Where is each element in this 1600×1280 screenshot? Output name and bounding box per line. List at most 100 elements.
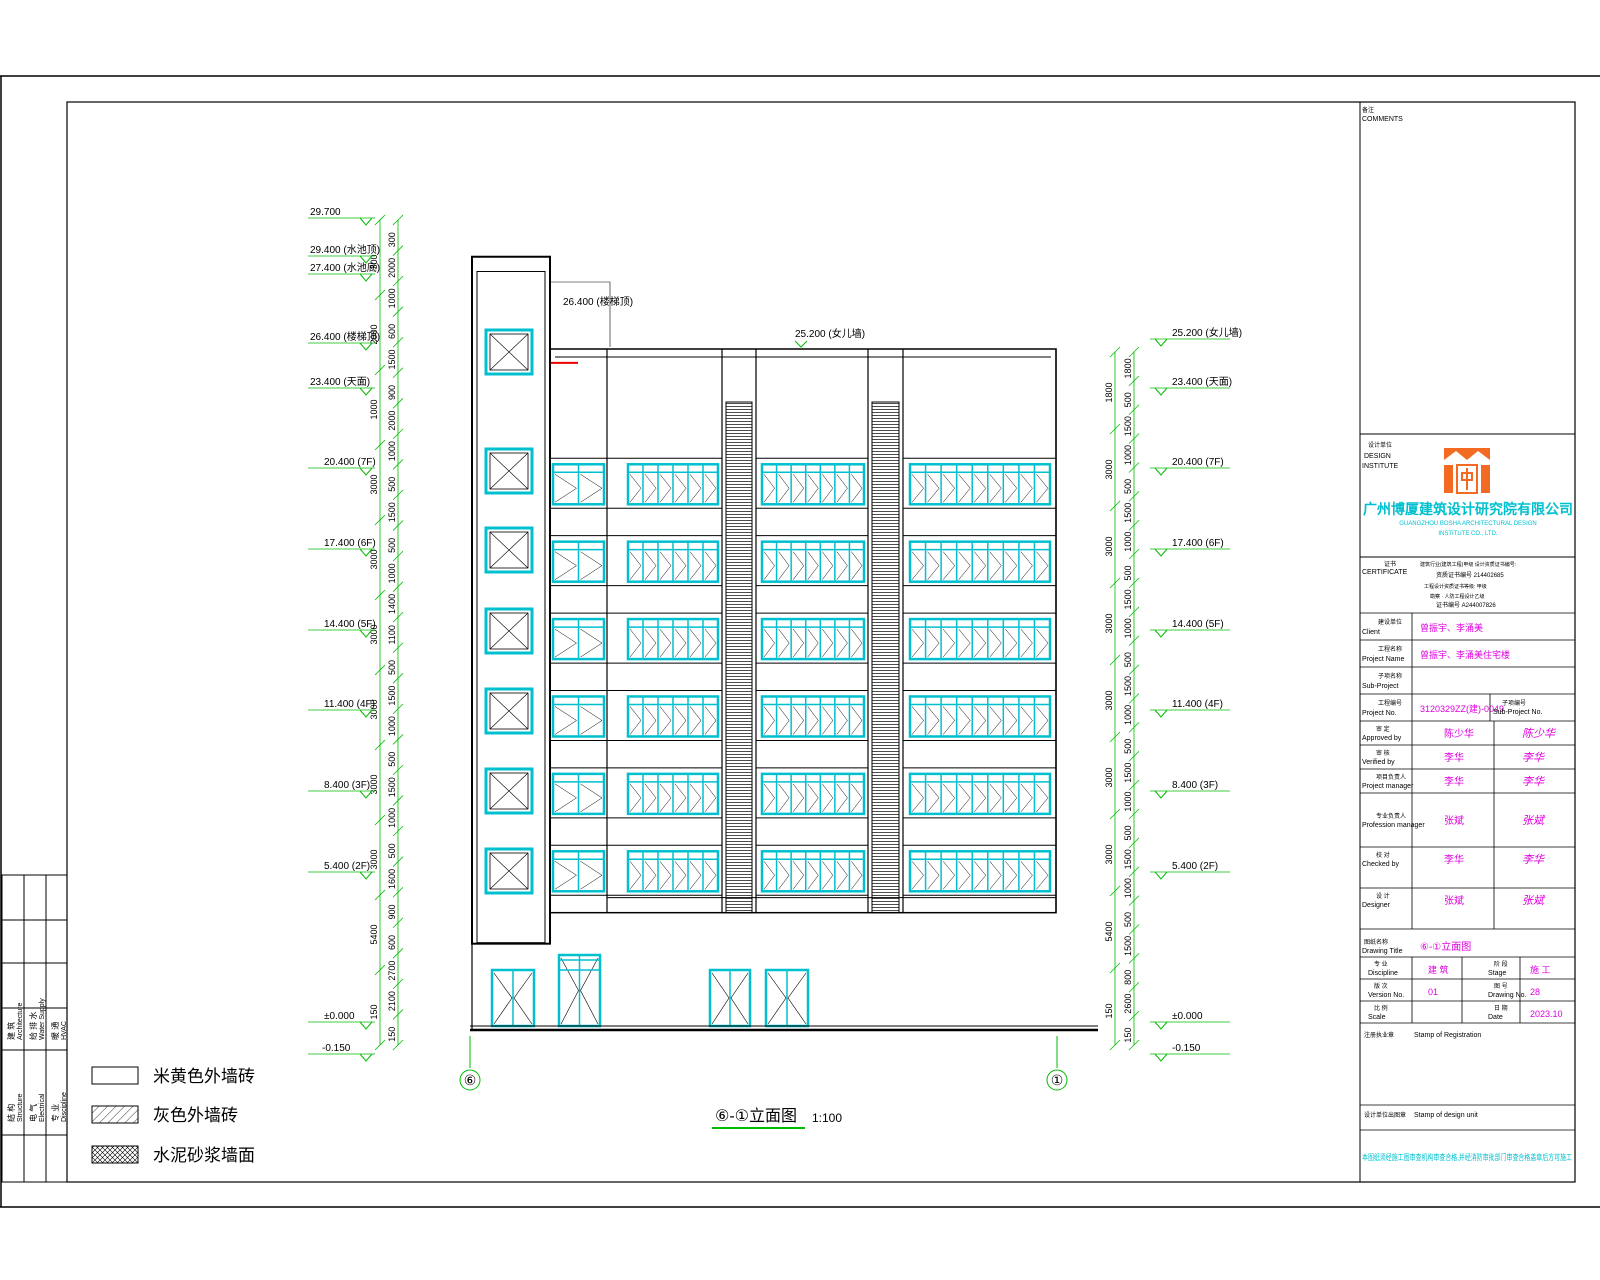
tb-row-label-cn: 工程名称 <box>1378 645 1402 653</box>
window-swing <box>644 861 657 890</box>
dimension-tick <box>374 739 386 751</box>
elevation-label: -0.150 <box>322 1043 351 1054</box>
dimension-tick <box>374 439 386 451</box>
tb-meta-en: Version No. <box>1368 992 1404 999</box>
tb-institute-en: INSTITUTE <box>1362 463 1398 470</box>
tb-signer-cn: 设 计 <box>1376 892 1390 900</box>
dimension-tick <box>1128 808 1140 820</box>
window-swing <box>974 861 987 890</box>
dimension-tick <box>374 589 386 601</box>
tb-footer-note: 本图纸须经施工图审查机构审查合格,并经消防审批部门审查合格盖章后方可施工 <box>1362 1152 1572 1162</box>
window-swing <box>792 861 805 890</box>
dimension-label: 500 <box>387 752 397 767</box>
dimension-tick <box>1128 635 1140 647</box>
dimension-lines: 3002000100060015009002000100050015005001… <box>369 214 1140 1051</box>
dimension-label-wrap: 500 <box>387 752 397 767</box>
tower-window <box>484 847 534 895</box>
window-swing <box>1036 628 1049 658</box>
window-swing <box>674 474 687 503</box>
dimension-tick <box>1128 375 1140 387</box>
strip-text: Architecture <box>17 1003 24 1040</box>
dimension-label: 500 <box>1123 566 1133 581</box>
window-set <box>908 463 1052 506</box>
dimension-tick <box>392 856 404 867</box>
dimension-label-wrap: 2700 <box>387 961 397 981</box>
elevation-label: 11.400 (4F) <box>1172 699 1223 710</box>
dimension-label: 1000 <box>369 399 379 419</box>
dimension-tick <box>374 289 386 301</box>
window-swing <box>851 706 863 735</box>
dimension-tick <box>374 364 386 376</box>
window-set <box>908 617 1052 661</box>
tower-window <box>484 687 534 735</box>
door-swing <box>767 972 807 1025</box>
elevation-label: ±0.000 <box>1172 1011 1203 1022</box>
window-swing <box>822 706 834 735</box>
dimension-label: 500 <box>1123 912 1133 927</box>
dimension-label: 1000 <box>1123 532 1133 552</box>
dimension-label-wrap: 1500 <box>387 777 397 797</box>
window-swing <box>927 706 940 735</box>
strip-text: 建 筑 <box>6 1022 16 1040</box>
dimension-label-wrap: 3000 <box>369 849 379 869</box>
level-triangle <box>1154 709 1168 718</box>
dimension-tick <box>392 245 404 256</box>
axis-label-right: ① <box>1051 1072 1064 1088</box>
window-swing <box>704 861 717 890</box>
tb-row-label-en: Client <box>1362 629 1380 636</box>
stair-hatch <box>725 401 753 914</box>
window-swing <box>911 783 924 813</box>
door-swing <box>711 972 749 1025</box>
dimension-label: 2000 <box>369 324 379 344</box>
window-swing <box>1005 861 1018 890</box>
window-swing <box>554 628 577 658</box>
dimension-label-wrap: 500 <box>1123 652 1133 667</box>
dimension-label: 3000 <box>369 624 379 644</box>
dimension-tick <box>1128 491 1140 502</box>
window-frame <box>760 463 866 506</box>
dimension-tick <box>392 398 404 409</box>
window-swing <box>644 551 657 580</box>
dimension-tick <box>392 642 404 654</box>
dimension-label-wrap: 2000 <box>387 411 397 431</box>
tb-reg-en: Stamp of Registration <box>1414 1032 1481 1039</box>
drawing-frame <box>66 101 1576 1183</box>
dimension-label-wrap: 5400 <box>369 924 379 944</box>
tb-meta-cn: 版 次 <box>1374 982 1388 990</box>
legend-label: 灰色外墙砖 <box>153 1106 238 1125</box>
window-swing <box>942 861 955 890</box>
tb-signer-cn: 审 核 <box>1376 749 1390 757</box>
dimension-label-wrap: 500 <box>1123 912 1133 927</box>
dimension-label: 3000 <box>1104 844 1114 864</box>
window-swing <box>659 628 672 658</box>
dimension-label: 1800 <box>1104 382 1114 402</box>
tower-window <box>484 607 534 655</box>
window-swing <box>989 861 1002 890</box>
window-swing <box>851 474 863 503</box>
tb-company-cn: 广州博厦建筑设计研究院有限公司 <box>1363 501 1573 517</box>
tb-signature: 张斌 <box>1522 814 1546 827</box>
dimension-label: 1000 <box>1123 705 1133 725</box>
building-elevation: 26.400 (楼梯顶)25.200 (女儿墙) <box>471 255 1057 1030</box>
tb-meta-value: 2023.10 <box>1530 1009 1563 1019</box>
dimension-tick <box>1128 779 1140 791</box>
level-triangle <box>1154 629 1168 638</box>
dimension-tick <box>1128 664 1140 675</box>
main-body <box>549 348 1057 914</box>
dimension-label-wrap: 1000 <box>1123 878 1133 898</box>
dimension-label: 150 <box>387 1027 397 1042</box>
tb-signature: 张斌 <box>1522 894 1546 907</box>
dimension-tick <box>392 428 404 440</box>
window-swing <box>927 783 940 813</box>
legend-label: 水泥砂浆墙面 <box>153 1146 255 1165</box>
legend-swatch-hatch <box>91 1105 139 1124</box>
dimension-label: 3000 <box>1104 613 1114 633</box>
tb-signer-en: Project manager <box>1362 783 1414 790</box>
window-glass <box>489 692 529 730</box>
window-set <box>626 540 720 583</box>
dimension-label: 150 <box>369 1004 379 1019</box>
dimension-label: 3000 <box>369 549 379 569</box>
window-swing <box>704 474 717 503</box>
window-swing <box>763 706 775 735</box>
dimension-label: 3000 <box>1104 767 1114 787</box>
